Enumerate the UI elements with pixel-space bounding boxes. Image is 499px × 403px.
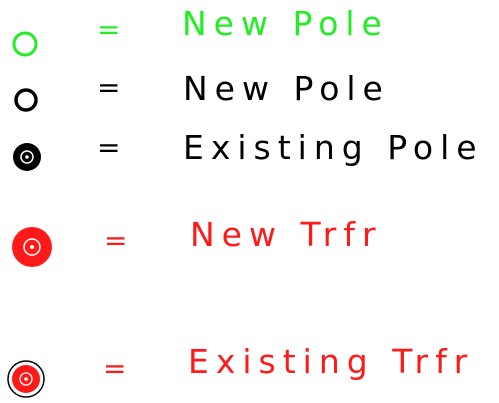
open-circle-green-icon: [12, 31, 38, 57]
equals-sign: =: [104, 224, 128, 257]
legend-label-existing-pole: Existing Pole: [183, 128, 484, 167]
equals-sign: =: [97, 71, 121, 104]
ringed-circle-red-icon: [7, 360, 45, 398]
equals-sign: =: [97, 131, 121, 164]
legend-label-new-trfr: New Trfr: [190, 215, 383, 254]
equals-sign: =: [103, 352, 127, 385]
open-circle-black-icon: [14, 88, 38, 112]
equals-sign: =: [97, 13, 121, 46]
target-circle-black-icon: [13, 143, 41, 171]
legend-label-existing-trfr: Existing Trfr: [188, 342, 475, 381]
filled-circle-red-icon: [12, 227, 52, 267]
legend-label-new-pole-black: New Pole: [183, 69, 390, 108]
legend-label-new-pole-green: New Pole: [182, 4, 389, 43]
